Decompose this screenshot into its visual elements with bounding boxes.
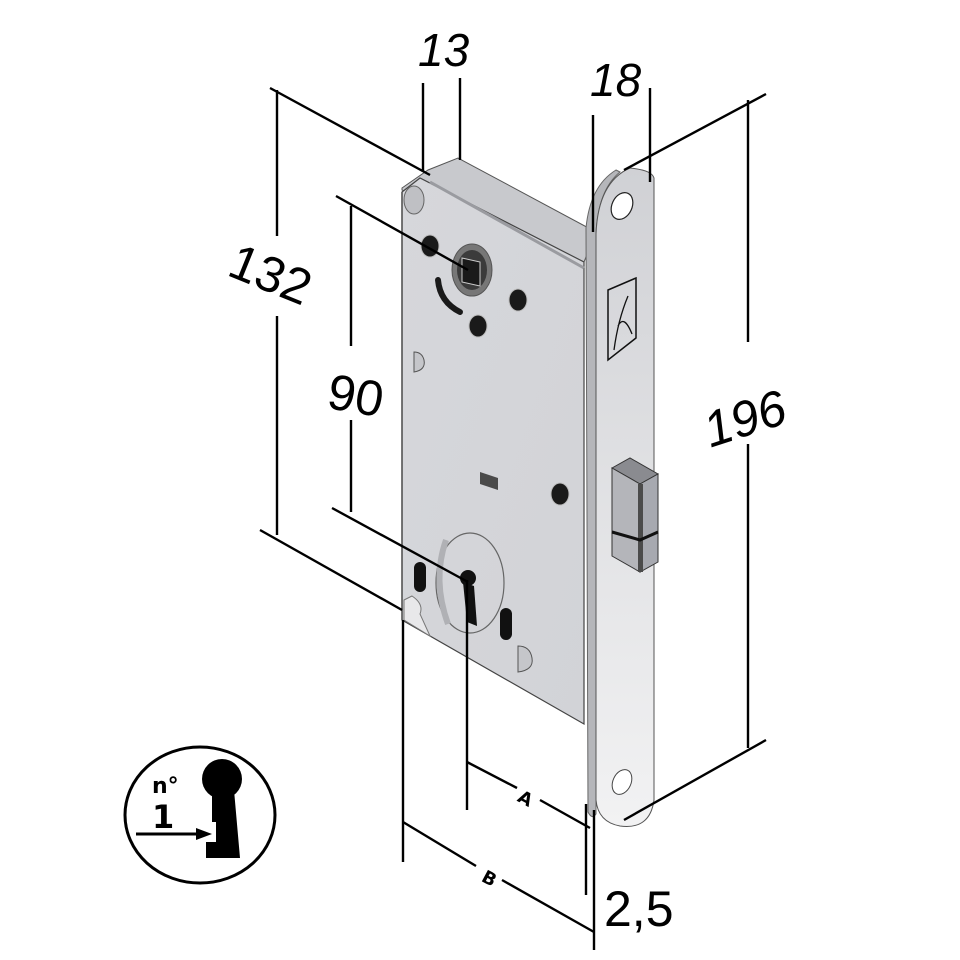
- dim-90: 90: [324, 363, 389, 428]
- cylinder-ring: [435, 532, 505, 634]
- lock-body-face: [401, 177, 585, 726]
- cylinder-ring-inner: [436, 539, 451, 626]
- dim-18: 18: [590, 54, 642, 106]
- d-tab: [517, 645, 533, 673]
- badge-number: 1: [152, 798, 174, 836]
- dimension-lines: [259, 78, 767, 950]
- dim-label-a: A: [514, 786, 536, 811]
- faceplate-screw-hole: [611, 769, 633, 795]
- screw-hole: [468, 314, 488, 338]
- dim-13: 13: [418, 24, 470, 76]
- spindle-hub: [451, 243, 493, 297]
- dim-132: 132: [221, 233, 319, 316]
- badge-prefix: n°: [152, 774, 179, 799]
- brand-logo-icon: [607, 276, 637, 362]
- screw-hole: [550, 482, 570, 506]
- key-number-badge: n° 1: [123, 745, 277, 885]
- arrow-icon: [136, 828, 212, 840]
- corner-notch: [403, 595, 432, 638]
- screw-hole: [508, 288, 528, 312]
- square-spindle-hole: [461, 257, 481, 287]
- latch-bolt: [610, 457, 660, 573]
- keyhole-icon: [202, 759, 242, 858]
- badge-circle: [123, 745, 277, 885]
- dim-label-b: B: [478, 866, 500, 891]
- vertical-slot: [500, 608, 512, 640]
- faceplate-screw-hole: [610, 192, 634, 220]
- rect-slot: [480, 472, 498, 490]
- dim-2-5: 2,5: [604, 881, 674, 937]
- dim-196: 196: [697, 379, 794, 458]
- bevel-line: [429, 180, 585, 270]
- faceplate: [585, 167, 660, 827]
- lock-body: [401, 157, 597, 726]
- corner-notch: [403, 185, 425, 215]
- vertical-slot: [414, 562, 426, 592]
- d-tab: [413, 351, 425, 373]
- curved-slot: [435, 277, 463, 315]
